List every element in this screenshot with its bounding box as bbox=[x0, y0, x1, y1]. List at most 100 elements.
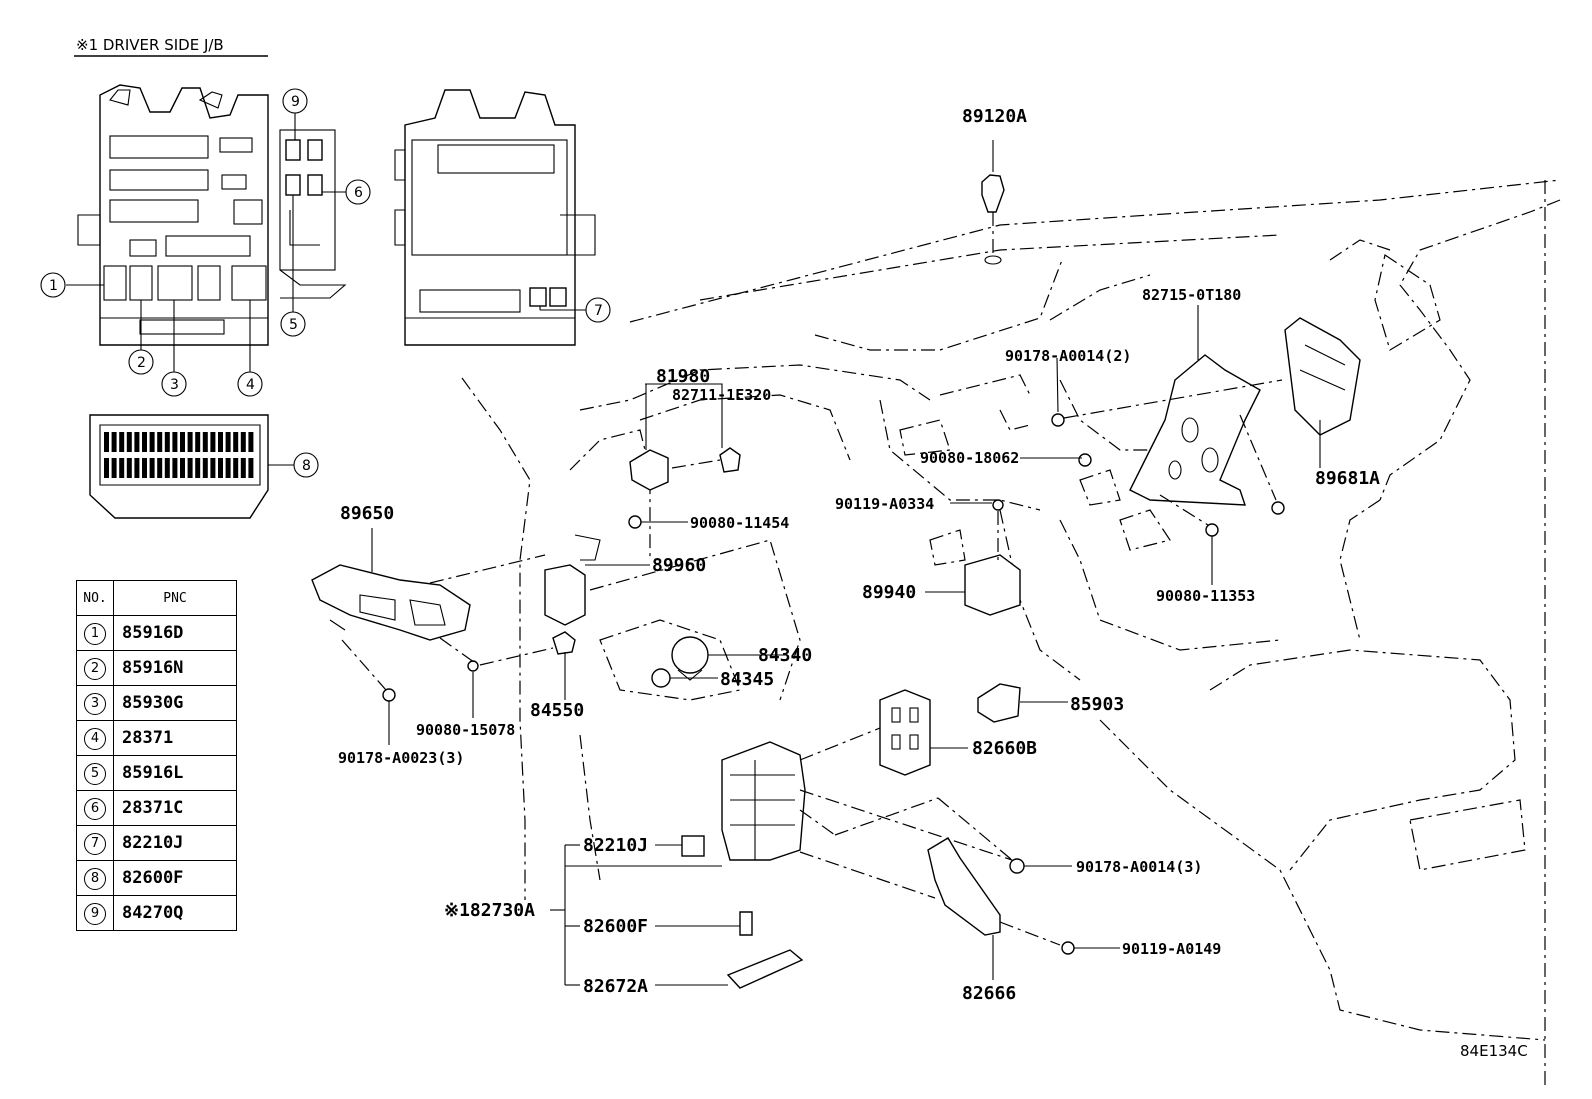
inset-callouts: 1 2 3 4 5 6 7 8 9 bbox=[40, 88, 611, 478]
part-85903 bbox=[977, 683, 1021, 723]
connector-pin bbox=[164, 458, 170, 478]
connector-pin bbox=[180, 458, 185, 478]
table-row: 4 28371 bbox=[76, 720, 237, 756]
label-82210J: 82210J bbox=[583, 835, 648, 856]
label-84340: 84340 bbox=[758, 645, 812, 666]
row-pnc: 84270Q bbox=[113, 895, 237, 931]
label-89960: 89960 bbox=[652, 555, 706, 576]
part-81980 bbox=[629, 449, 669, 491]
part-82711 bbox=[719, 447, 741, 473]
label-90178-A0023-3: 90178-A0023(3) bbox=[338, 749, 464, 767]
connector-pin bbox=[180, 432, 185, 452]
label-89650: 89650 bbox=[340, 503, 394, 524]
row-number-circle: 8 bbox=[84, 867, 106, 890]
connector-pin bbox=[157, 458, 163, 478]
connector-pin bbox=[111, 458, 117, 478]
label-90119-A0149: 90119-A0149 bbox=[1122, 940, 1221, 958]
part-84550 bbox=[552, 631, 576, 655]
connector-pin bbox=[225, 432, 231, 452]
leader-lines bbox=[371, 305, 1321, 986]
connector-pin bbox=[240, 432, 246, 452]
connector-pin bbox=[126, 432, 132, 452]
part-89681A bbox=[1284, 317, 1361, 436]
connector-pin bbox=[225, 458, 231, 478]
connector-pin bbox=[210, 432, 216, 452]
callout-2: 2 bbox=[137, 355, 146, 371]
row-number-circle: 6 bbox=[84, 797, 106, 820]
row-number: 5 bbox=[76, 755, 114, 791]
connector-pin bbox=[172, 458, 178, 478]
connector-pin bbox=[134, 432, 140, 452]
label-90178-A0014-3: 90178-A0014(3) bbox=[1076, 858, 1202, 876]
row-number: 1 bbox=[76, 615, 114, 651]
row-number-circle: 7 bbox=[84, 832, 106, 855]
connector-pin bbox=[218, 432, 223, 452]
part-82210J bbox=[681, 835, 705, 857]
label-90080-11454: 90080-11454 bbox=[690, 514, 789, 532]
connector-pin bbox=[119, 458, 125, 478]
table-row: 2 85916N bbox=[76, 650, 237, 686]
junction-block-side bbox=[394, 89, 596, 346]
row-number-circle: 2 bbox=[84, 657, 106, 680]
label-82672A: 82672A bbox=[583, 976, 648, 997]
row-pnc: 28371 bbox=[113, 720, 237, 756]
part-89960 bbox=[544, 534, 601, 626]
label-90178-A0014-2: 90178-A0014(2) bbox=[1005, 347, 1131, 365]
label-89940: 89940 bbox=[862, 582, 916, 603]
connector-pin bbox=[248, 432, 254, 452]
callout-9: 9 bbox=[291, 94, 300, 110]
row-number: 8 bbox=[76, 860, 114, 896]
pnc-table-header: NO. PNC bbox=[76, 580, 237, 616]
connector-pin bbox=[142, 458, 147, 478]
row-pnc: 82600F bbox=[113, 860, 237, 896]
part-89650 bbox=[311, 564, 471, 641]
row-pnc: 85916N bbox=[113, 650, 237, 686]
connector-pin bbox=[187, 432, 193, 452]
connector-pin bbox=[202, 458, 208, 478]
connector-pin bbox=[126, 458, 132, 478]
label-85903: 85903 bbox=[1070, 694, 1124, 715]
row-number-circle: 5 bbox=[84, 762, 106, 785]
assembly-lines bbox=[341, 379, 1283, 946]
label-82600F: 82600F bbox=[583, 916, 648, 937]
label-82711-1E320: 82711-1E320 bbox=[672, 386, 771, 404]
callout-3: 3 bbox=[170, 377, 179, 393]
part-82730A bbox=[721, 741, 806, 861]
row-number-circle: 4 bbox=[84, 727, 106, 750]
connector-pin bbox=[240, 458, 246, 478]
junction-block-front bbox=[77, 84, 269, 346]
callout-7: 7 bbox=[594, 303, 603, 319]
connector-pin bbox=[157, 432, 163, 452]
callout-6: 6 bbox=[354, 185, 363, 201]
label-84345: 84345 bbox=[720, 669, 774, 690]
callout-8: 8 bbox=[302, 458, 311, 474]
connector-pin bbox=[195, 458, 201, 478]
fuse-cluster bbox=[279, 129, 347, 299]
connector-pin bbox=[202, 432, 208, 452]
connector-pin bbox=[142, 432, 147, 452]
connector-pin bbox=[187, 458, 193, 478]
fasteners bbox=[382, 413, 1285, 955]
label-81980: 81980 bbox=[656, 366, 710, 387]
diagram-code: 84E134C bbox=[1460, 1042, 1528, 1060]
table-row: 8 82600F bbox=[76, 860, 237, 896]
callout-5: 5 bbox=[289, 317, 298, 333]
label-82730A: ※182730A bbox=[444, 900, 535, 921]
connector-pin bbox=[210, 458, 216, 478]
connector-pin bbox=[164, 432, 170, 452]
part-84340 bbox=[671, 636, 709, 681]
part-82666 bbox=[927, 837, 1001, 936]
row-number: 9 bbox=[76, 895, 114, 931]
part-84345 bbox=[651, 668, 671, 688]
connector-pin bbox=[172, 432, 178, 452]
label-90080-18062: 90080-18062 bbox=[920, 449, 1019, 467]
connector-pin bbox=[119, 432, 125, 452]
row-number-circle: 3 bbox=[84, 692, 106, 715]
connector-pin bbox=[233, 458, 239, 478]
part-82660B bbox=[879, 689, 931, 776]
row-number: 3 bbox=[76, 685, 114, 721]
